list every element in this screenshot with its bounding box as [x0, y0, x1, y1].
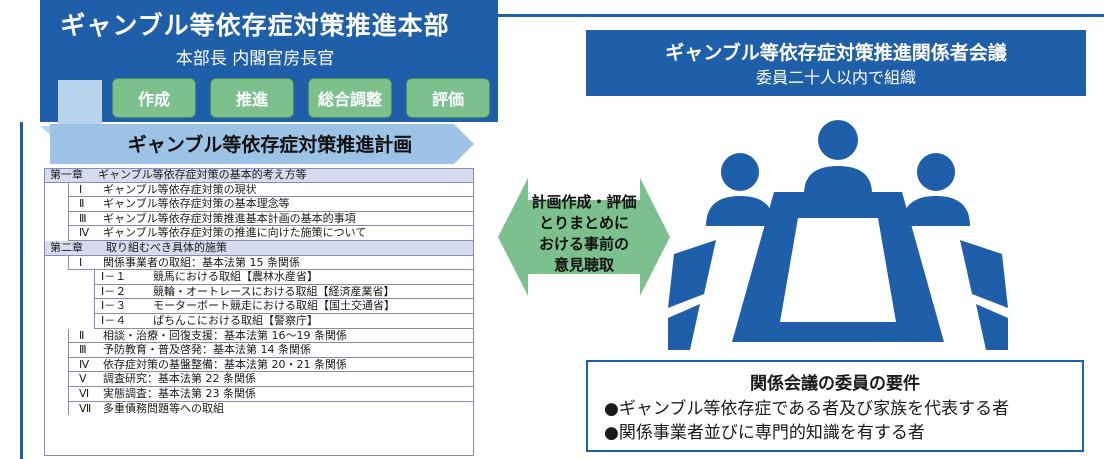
- requirements-title: 関係会議の委員の要件: [750, 374, 920, 394]
- role-evaluate-box: 評価: [406, 78, 490, 118]
- plan-title: ギャンブル等依存症対策推進計画: [127, 134, 413, 156]
- table-row: 第二章取り組むべき具体的施策: [44, 240, 474, 256]
- requirement-item: ●関係事業者並びに専門的知識を有する者: [604, 423, 925, 443]
- exchange-text: 計画作成・評価 とりまとめに おける事前の 意見聴取: [531, 193, 637, 274]
- double-arrow-icon: [498, 178, 670, 296]
- council-panel: [586, 30, 1086, 96]
- plan-banner: [50, 124, 474, 164]
- left-divider-line: [20, 122, 23, 459]
- requirement-item: ●ギャンブル等依存症である者及び家族を代表する者: [604, 399, 1010, 419]
- council-subtitle: 委員二十人以内で組織: [755, 68, 916, 87]
- headquarters-title: ギャンブル等依存症対策推進本部: [60, 11, 450, 40]
- role-coordinate-box: 総合調整: [308, 78, 392, 118]
- table-row: 第一章ギャンブル等依存症対策の基本的考え方等: [44, 168, 474, 183]
- council-title: ギャンブル等依存症対策推進関係者会議: [665, 42, 1007, 64]
- role-promote-box: 推進: [210, 78, 294, 118]
- meeting-table-icon: [668, 120, 1008, 350]
- role-create-box: 作成: [112, 78, 196, 118]
- top-divider-line: [498, 14, 1104, 17]
- headquarters-subtitle: 本部長 内閣官房長官: [175, 49, 335, 69]
- requirements-box: [586, 360, 1084, 452]
